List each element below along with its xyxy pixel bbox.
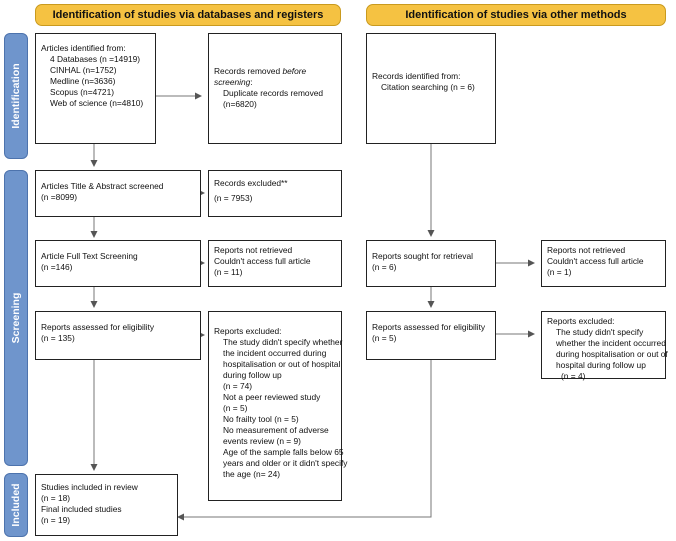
title-abstract-count: (n =8099) [41, 192, 78, 202]
box-not-retrieved-right: Reports not retrieved Couldn't access fu… [541, 240, 666, 287]
box-records-excluded: Records excluded** (n = 7953) [208, 170, 342, 217]
excluded-left-line: years and older or it didn't specify [223, 458, 348, 468]
excluded-right-line: whether the incident occurred [556, 338, 666, 348]
box-included: Studies included in review (n = 18) Fina… [35, 474, 178, 536]
articles-identified-line: Scopus (n=4721) [50, 87, 115, 97]
header-databases: Identification of studies via databases … [35, 4, 341, 26]
sought-right-label: Reports sought for retrieval [372, 251, 474, 261]
box-title-abstract: Articles Title & Abstract screened (n =8… [35, 170, 201, 217]
articles-identified-title: Articles identified from: [41, 43, 126, 53]
excluded-left-line: the incident occurred during [223, 348, 327, 358]
not-retrieved-right-reason: Couldn't access full article [547, 256, 644, 266]
excluded-right-line: during hospitalisation or out of [556, 349, 668, 359]
articles-identified-line: Medline (n=3636) [50, 76, 116, 86]
final-included-label: Final included studies [41, 504, 122, 514]
other-identified-citation: Citation searching (n = 6) [381, 82, 475, 92]
excluded-left-line: the age (n= 24) [223, 469, 281, 479]
excluded-left-line: events review (n = 9) [223, 436, 301, 446]
excluded-left-line: No frailty tool (n = 5) [223, 414, 299, 424]
records-removed-duplicates: Duplicate records removed [223, 88, 324, 98]
excluded-right-title: Reports excluded: [547, 316, 615, 326]
assessed-right-count: (n = 5) [372, 333, 397, 343]
box-not-retrieved-left: Reports not retrieved Couldn't access fu… [208, 240, 342, 287]
box-other-identified: Records identified from: Citation search… [366, 33, 496, 144]
articles-identified-line: 4 Databases (n =14919) [50, 54, 141, 64]
not-retrieved-right-count: (n = 1) [547, 267, 572, 277]
header-other-methods: Identification of studies via other meth… [366, 4, 666, 26]
sought-right-count: (n = 6) [372, 262, 397, 272]
records-removed-colon: : [250, 77, 253, 87]
excluded-left-title: Reports excluded: [214, 326, 282, 336]
phase-screening: Screening [4, 170, 28, 466]
phase-identification: Identification [4, 33, 28, 159]
records-removed-label: Records removed [214, 66, 281, 76]
full-text-count: (n =146) [41, 262, 73, 272]
assessed-left-label: Reports assessed for eligibility [41, 322, 155, 332]
excluded-left-line: Not a peer reviewed study [223, 392, 321, 402]
articles-identified-line: Web of science (n=4810) [50, 98, 144, 108]
included-studies-count: (n = 18) [41, 493, 71, 503]
not-retrieved-right-label: Reports not retrieved [547, 245, 626, 255]
records-excluded-count: (n = 7953) [214, 193, 253, 203]
box-assessed-left: Reports assessed for eligibility (n = 13… [35, 311, 201, 360]
box-assessed-right: Reports assessed for eligibility (n = 5) [366, 311, 496, 360]
excluded-right-line: (n = 4) [561, 371, 586, 381]
final-included-count: (n = 19) [41, 515, 71, 525]
excluded-left-line: hospitalisation or out of hospital [223, 359, 341, 369]
phase-included: Included [4, 473, 28, 537]
assessed-left-count: (n = 135) [41, 333, 75, 343]
excluded-left-line: The study didn't specify whether [223, 337, 343, 347]
other-identified-title: Records identified from: [372, 71, 461, 81]
box-excluded-right: Reports excluded: The study didn't speci… [541, 311, 668, 381]
title-abstract-label: Articles Title & Abstract screened [41, 181, 164, 191]
box-excluded-left: Reports excluded: The study didn't speci… [208, 311, 348, 501]
excluded-right-line: The study didn't specify [556, 327, 644, 337]
excluded-left-line: No measurement of adverse [223, 425, 329, 435]
full-text-label: Article Full Text Screening [41, 251, 138, 261]
arrow-assessed-right-to-included [177, 360, 432, 521]
box-full-text: Article Full Text Screening (n =146) [35, 240, 201, 287]
box-records-removed: Records removed before screening: Duplic… [208, 33, 342, 144]
box-sought-right: Reports sought for retrieval (n = 6) [366, 240, 496, 287]
assessed-right-label: Reports assessed for eligibility [372, 322, 486, 332]
not-retrieved-left-reason: Couldn't access full article [214, 256, 311, 266]
excluded-right-line: hospital during follow up [556, 360, 646, 370]
excluded-left-line: (n = 5) [223, 403, 248, 413]
not-retrieved-left-count: (n = 11) [214, 267, 243, 277]
not-retrieved-left-label: Reports not retrieved [214, 245, 293, 255]
included-studies-label: Studies included in review [41, 482, 138, 492]
excluded-left-line: during follow up [223, 370, 282, 380]
records-removed-screening: screening [214, 77, 251, 87]
excluded-left-line: Age of the sample falls below 65 [223, 447, 344, 457]
records-removed-count: (n=6820) [223, 99, 257, 109]
excluded-left-line: (n = 74) [223, 381, 253, 391]
box-articles-identified: Articles identified from: 4 Databases (n… [35, 33, 156, 144]
records-excluded-label: Records excluded** [214, 178, 288, 188]
records-removed-before: before [282, 66, 307, 76]
articles-identified-line: CINHAL (n=1752) [50, 65, 117, 75]
